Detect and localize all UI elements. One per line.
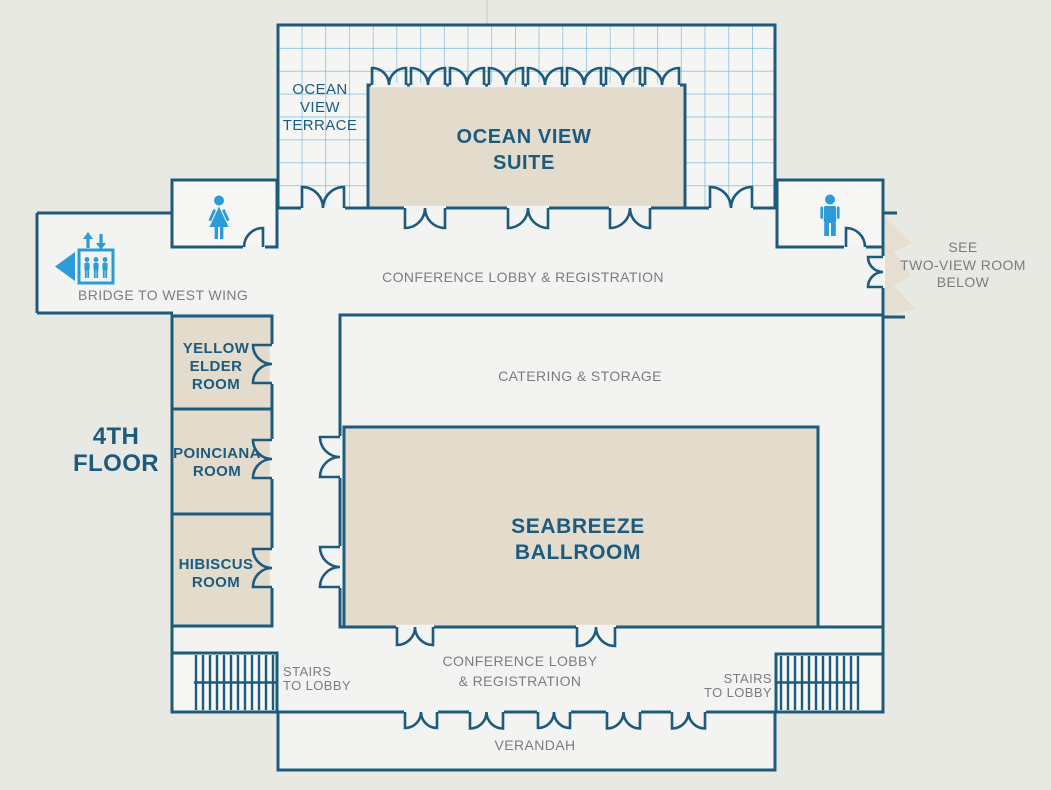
label-line: BELOW xyxy=(936,274,990,290)
bridge-to-west-wing-label: BRIDGE TO WEST WING xyxy=(78,287,248,303)
stairs-to-lobby-left-label: STAIRS TO LOBBY xyxy=(283,665,351,693)
label-line: ELDER xyxy=(189,358,243,375)
see-two-view-room-label: SEE TWO-VIEW ROOM BELOW xyxy=(900,239,1026,292)
floor-title: 4TH FLOOR xyxy=(73,423,159,477)
label-line: OCEAN xyxy=(292,81,348,98)
hibiscus-room-label: HIBISCUS ROOM xyxy=(179,556,254,592)
label-line: & REGISTRATION xyxy=(458,673,582,689)
label-line: TERRACE xyxy=(282,117,358,134)
poinciana-room-label: POINCIANA ROOM xyxy=(173,445,261,481)
label-line: STAIRS xyxy=(283,664,332,679)
conference-lobby-top-label: CONFERENCE LOBBY & REGISTRATION xyxy=(382,269,664,285)
label-line: CONFERENCE LOBBY & REGISTRATION xyxy=(382,269,664,285)
label-line: ROOM xyxy=(191,376,241,393)
seabreeze-ballroom-label: SEABREEZE BALLROOM xyxy=(511,514,645,566)
yellow-elder-room-label: YELLOW ELDER ROOM xyxy=(183,340,250,394)
label-line: YELLOW xyxy=(182,340,250,357)
label-line: STAIRS xyxy=(723,671,772,686)
door-swings xyxy=(251,66,886,730)
label-line: SEE xyxy=(948,239,978,255)
woman-icon xyxy=(208,195,230,239)
exit-arrow-icon xyxy=(55,252,75,281)
label-line: TO LOBBY xyxy=(283,678,351,693)
elevator-passengers xyxy=(84,257,108,278)
verandah-area xyxy=(276,710,777,772)
up-down-arrows-icon xyxy=(83,232,106,250)
stairs-right-icon xyxy=(774,652,885,714)
label-line: CONFERENCE LOBBY xyxy=(442,653,598,669)
label-line: SEABREEZE xyxy=(511,515,645,538)
label-line: BALLROOM xyxy=(514,541,642,564)
label-line: ROOM xyxy=(192,463,242,480)
hibiscus-room xyxy=(170,512,274,628)
label-line: FLOOR xyxy=(73,450,159,477)
label-line: OCEAN VIEW xyxy=(456,126,592,148)
restroom-doors xyxy=(242,226,867,250)
two-view-connector-arrow xyxy=(885,216,915,316)
label-line: TO LOBBY xyxy=(704,685,772,700)
label-line: 4TH xyxy=(92,423,140,450)
verandah-label: VERANDAH xyxy=(495,737,576,753)
circulation-floor xyxy=(37,208,883,770)
label-line: BRIDGE TO WEST WING xyxy=(78,287,249,303)
man-icon xyxy=(820,194,840,236)
label-line: VERANDAH xyxy=(494,737,576,753)
label-line: ROOM xyxy=(191,574,241,591)
label-line: SUITE xyxy=(493,152,555,174)
poinciana-room xyxy=(170,407,274,516)
yellow-elder-room xyxy=(170,314,274,411)
catering-storage-label: CATERING & STORAGE xyxy=(498,368,662,384)
label-line: HIBISCUS xyxy=(178,556,254,573)
elevator-icon xyxy=(55,232,115,285)
label-line: POINCIANA xyxy=(173,445,261,462)
stairs-left-icon xyxy=(170,651,279,714)
label-line: TWO-VIEW ROOM xyxy=(900,256,1026,273)
label-line: CATERING & STORAGE xyxy=(498,368,662,384)
stairs-to-lobby-right-label: STAIRS TO LOBBY xyxy=(704,672,772,700)
elevator-cab-outline xyxy=(77,248,115,285)
conference-lobby-bottom-label: CONFERENCE LOBBY & REGISTRATION xyxy=(443,651,598,691)
label-line: VIEW xyxy=(300,99,340,116)
ocean-view-terrace-label: OCEAN VIEW TERRACE xyxy=(283,81,357,135)
ocean-view-suite-label: OCEAN VIEW SUITE xyxy=(457,124,592,176)
